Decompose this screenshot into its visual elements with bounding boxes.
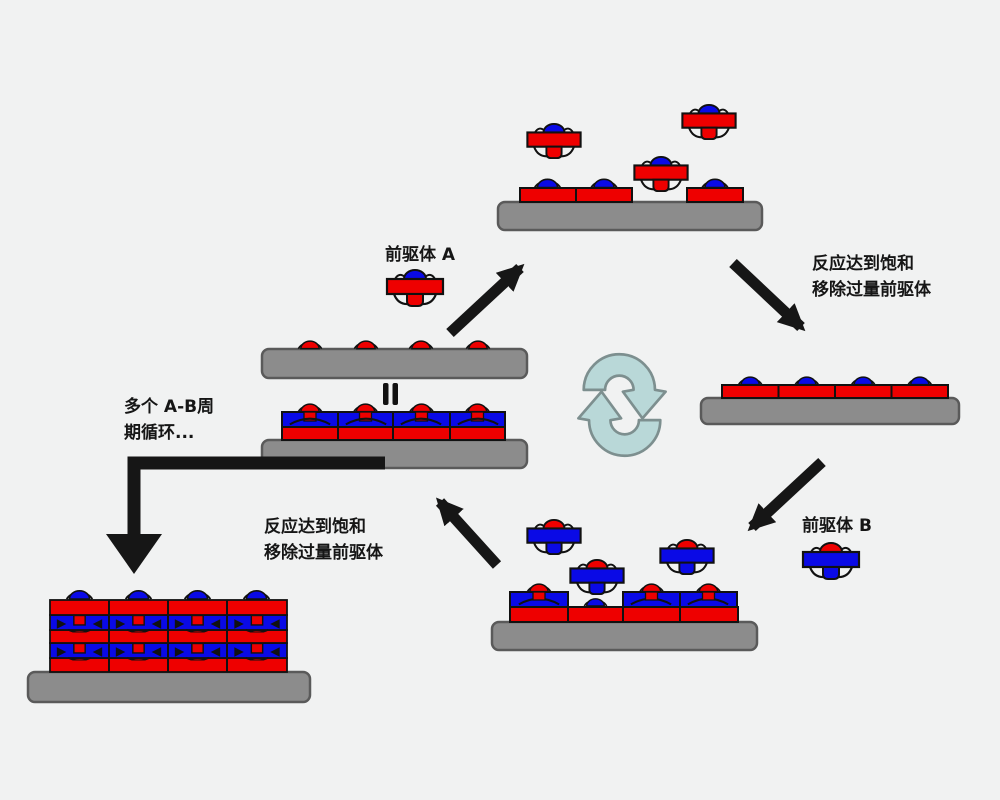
- arrow-dose-b: [747, 457, 826, 532]
- arrow-repeat-cycles: [106, 456, 385, 574]
- label-saturation-left-line2: 移除过量前驱体: [264, 543, 383, 563]
- substrate-bar: [260, 347, 529, 380]
- label-saturation-right-line2: 移除过量前驱体: [812, 280, 931, 300]
- label-precursor-a: 前驱体 A: [384, 245, 456, 265]
- arrow-purge-a: [729, 258, 806, 332]
- label-saturation-right-line1: 反应达到饱和: [812, 254, 914, 274]
- label-saturation-left: 反应达到饱和 移除过量前驱体: [264, 514, 383, 566]
- label-cycles-line1: 多个 A-B周: [124, 397, 215, 417]
- scene-bare-substrate: [260, 340, 529, 380]
- scene-multilayer-film: [26, 589, 312, 704]
- precursor-a-legend-icon: [385, 268, 445, 308]
- precursor-b-legend-icon: [801, 541, 861, 581]
- label-precursor-b: 前驱体 B: [802, 516, 872, 536]
- scene-precursor-a-dosing: [496, 103, 764, 232]
- arrow-purge-b: [435, 497, 502, 569]
- cycle-icon: [577, 352, 667, 458]
- scene-saturated-a-layer: [699, 376, 961, 426]
- label-cycles-line2: 期循环...: [124, 423, 195, 443]
- label-saturation-right: 反应达到饱和 移除过量前驱体: [812, 251, 931, 303]
- label-cycles: 多个 A-B周 期循环...: [124, 394, 214, 446]
- equivalence-icon: [383, 383, 398, 405]
- scene-precursor-b-dosing: [490, 518, 759, 652]
- arrow-dose-a: [446, 263, 525, 338]
- label-saturation-left-line1: 反应达到饱和: [264, 517, 366, 537]
